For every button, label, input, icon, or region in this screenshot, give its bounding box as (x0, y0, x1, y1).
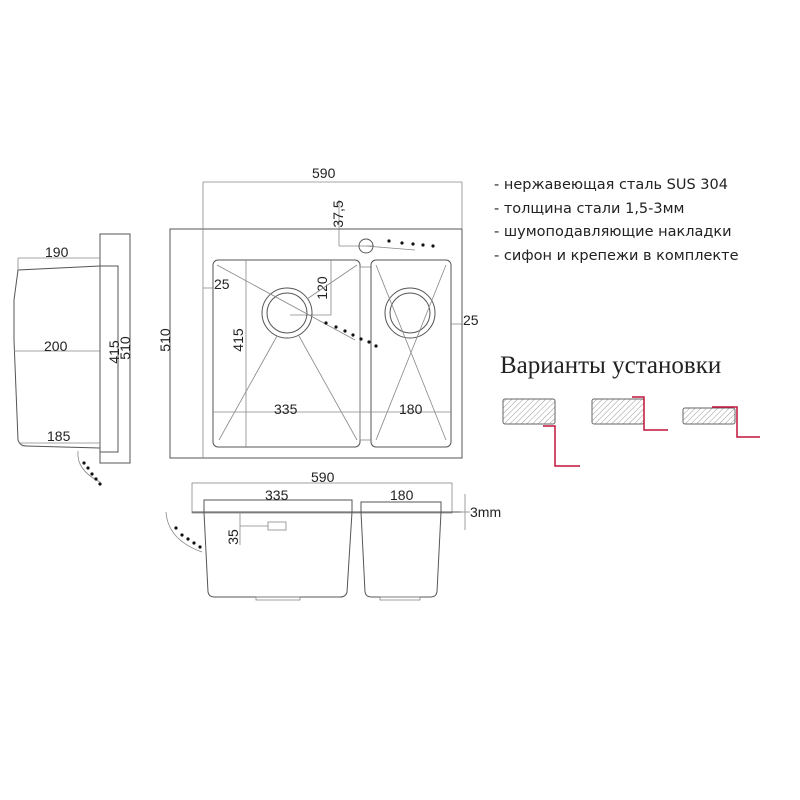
dim-front-width: 590 (311, 469, 335, 485)
dim-drain-offset: 120 (314, 276, 330, 300)
dotted-pointer (387, 239, 435, 248)
install-heading: Варианты установки (500, 352, 722, 379)
dim-depth: 510 (157, 328, 173, 352)
feature-item: - сифон и крепежи в комплекте (494, 247, 739, 264)
right-drain (384, 287, 436, 339)
dim-width: 590 (312, 165, 336, 181)
dim-side-outer: 510 (117, 336, 133, 360)
dotted-pointer (324, 321, 378, 348)
feature-item: - нержавеющая сталь SUS 304 (494, 177, 728, 193)
dim-right-bowl: 180 (399, 401, 423, 417)
front-view: 590 335 180 35 3mm (165, 469, 501, 601)
install-variant-top-mount (682, 406, 760, 438)
dim-left-bowl: 335 (274, 401, 298, 417)
feature-list: - нержавеющая сталь SUS 304 - толщина ст… (494, 174, 739, 268)
dim-tap-offset: 37,5 (330, 200, 346, 227)
dim-side-top: 190 (45, 244, 69, 260)
dim-side-middle: 200 (44, 338, 68, 354)
dotted-pointer (174, 526, 202, 549)
dim-overflow: 35 (225, 529, 241, 545)
dotted-pointer (82, 461, 102, 486)
tap-hole (358, 238, 374, 254)
feature-item: - шумоподавляющие накладки (494, 224, 732, 240)
dim-thickness: 3mm (470, 504, 501, 520)
side-view: 190 200 185 415 510 (13, 233, 133, 486)
dim-side-bottom: 185 (47, 428, 71, 444)
dim-side-inner: 415 (106, 340, 122, 364)
left-drain (261, 287, 313, 339)
install-variant-undermount (502, 398, 580, 467)
dim-edge-left: 25 (214, 276, 230, 292)
dim-edge-right: 25 (463, 312, 479, 328)
dim-front-left-bowl: 335 (265, 487, 289, 503)
dim-bowl-depth: 415 (230, 328, 246, 352)
overflow (267, 521, 287, 531)
feature-item: - толщина стали 1,5-3мм (494, 200, 685, 217)
top-view: 590 510 37,5 25 120 415 335 180 25 (157, 165, 479, 459)
sink-outline (169, 228, 463, 459)
right-bowl (370, 259, 452, 448)
dim-front-right-bowl: 180 (390, 487, 414, 503)
install-variant-flush-mount (591, 396, 668, 431)
